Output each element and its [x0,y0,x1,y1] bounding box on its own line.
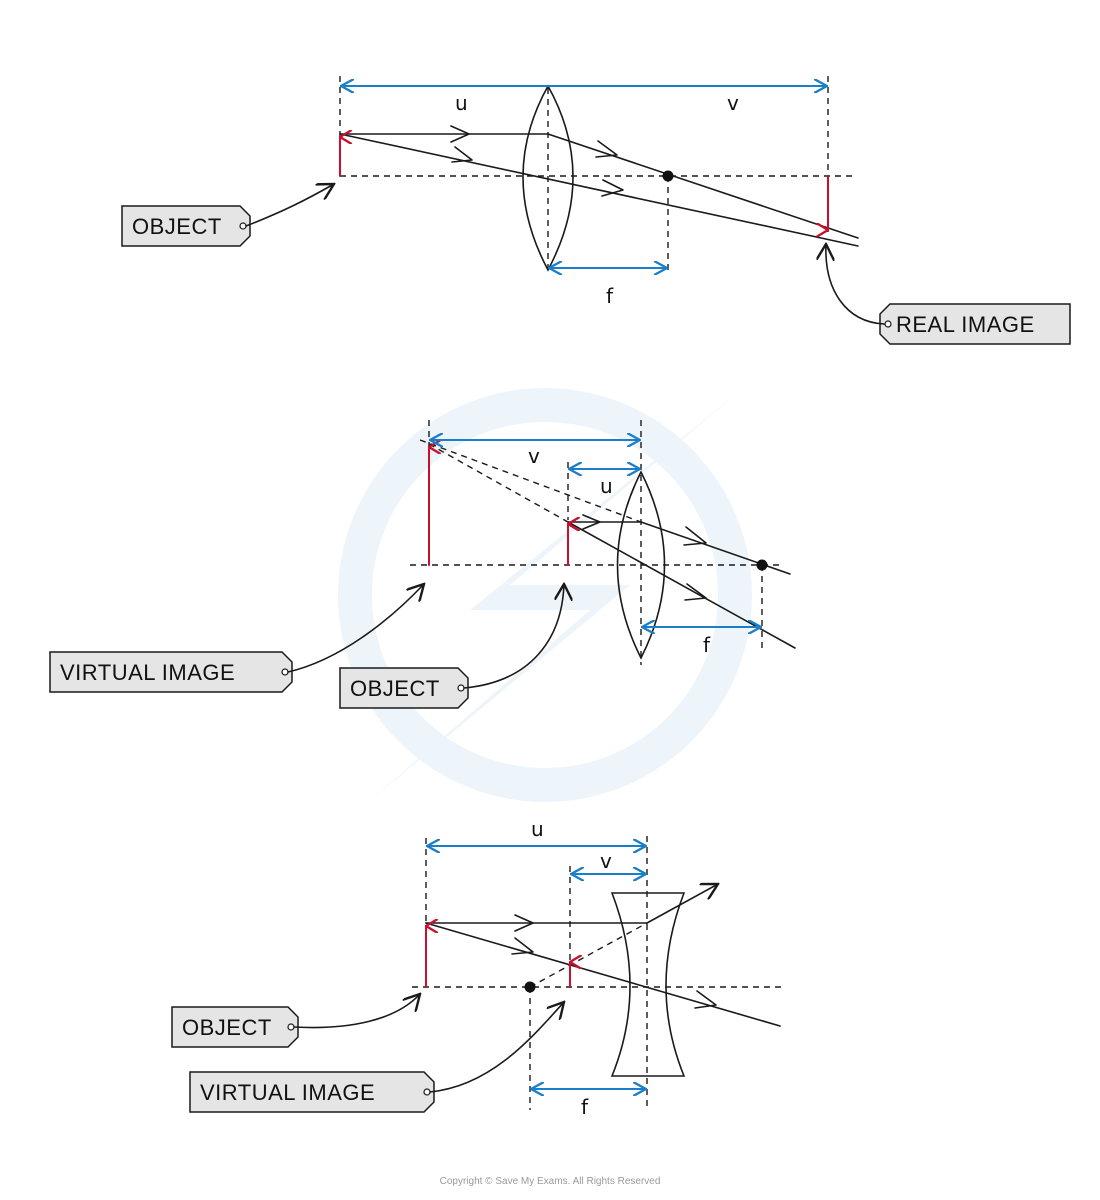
tag-object-text: OBJECT [350,676,440,701]
diagram-convex-virtual-image: v u f VIRTUAL IMAGE OBJECT [49,420,796,709]
ray-arrow [582,514,601,530]
tag-object: OBJECT [339,667,469,709]
diagram-concave-virtual-image: u v f OBJECT VIRTUAL IMAGE [171,817,786,1119]
ray-arrow [451,146,473,163]
virtual-ray-trace [428,443,569,523]
label-f: f [581,1095,589,1119]
ray-arrow [683,526,707,546]
tag-real-image: REAL IMAGE [879,303,1071,345]
label-v: v [727,91,739,115]
label-f: f [703,633,711,657]
leader-arrow [293,994,420,1029]
label-u: u [455,91,468,115]
label-u: u [531,817,544,841]
convex-lens [616,470,666,660]
leader-arrow [826,244,885,325]
central-ray [339,133,859,247]
ray-arrow [601,179,624,197]
ray-arrow [595,140,618,158]
leader-arrow [429,1002,564,1093]
ray-arrow [684,583,707,601]
focal-point [756,559,768,571]
focal-point [524,981,536,993]
tag-object: OBJECT [121,205,251,247]
leader-arrow [287,584,424,673]
ray-arrow [511,937,534,955]
watermark-logo [338,388,752,805]
tag-virtual-image: VIRTUAL IMAGE [189,1071,435,1113]
focal-point [662,170,674,182]
diverging-ray [646,884,718,924]
concave-lens [610,892,686,1077]
virtual-ray-trace [529,922,648,988]
diagram-convex-real-image: u v f OBJECT REAL IMAGE [121,76,1071,345]
tag-virtual-image-text: VIRTUAL IMAGE [60,660,235,685]
leader-arrow [463,584,564,689]
leader-arrow [245,184,334,227]
label-f: f [606,284,614,308]
label-v: v [528,444,540,468]
tag-virtual-image: VIRTUAL IMAGE [49,651,293,693]
ray-arrow [694,990,717,1009]
label-u: u [600,474,613,498]
tag-object-text: OBJECT [132,214,222,239]
ray-arrow [450,125,470,143]
parallel-ray [339,133,859,239]
label-v: v [600,849,612,873]
tag-virtual-image-text: VIRTUAL IMAGE [200,1080,375,1105]
central-ray [425,922,781,1027]
tag-object-text: OBJECT [182,1015,272,1040]
copyright-notice: Copyright © Save My Exams. All Rights Re… [440,1176,661,1187]
tag-real-image-text: REAL IMAGE [896,312,1035,337]
tag-object: OBJECT [171,1006,299,1048]
ray-arrow [514,914,534,932]
